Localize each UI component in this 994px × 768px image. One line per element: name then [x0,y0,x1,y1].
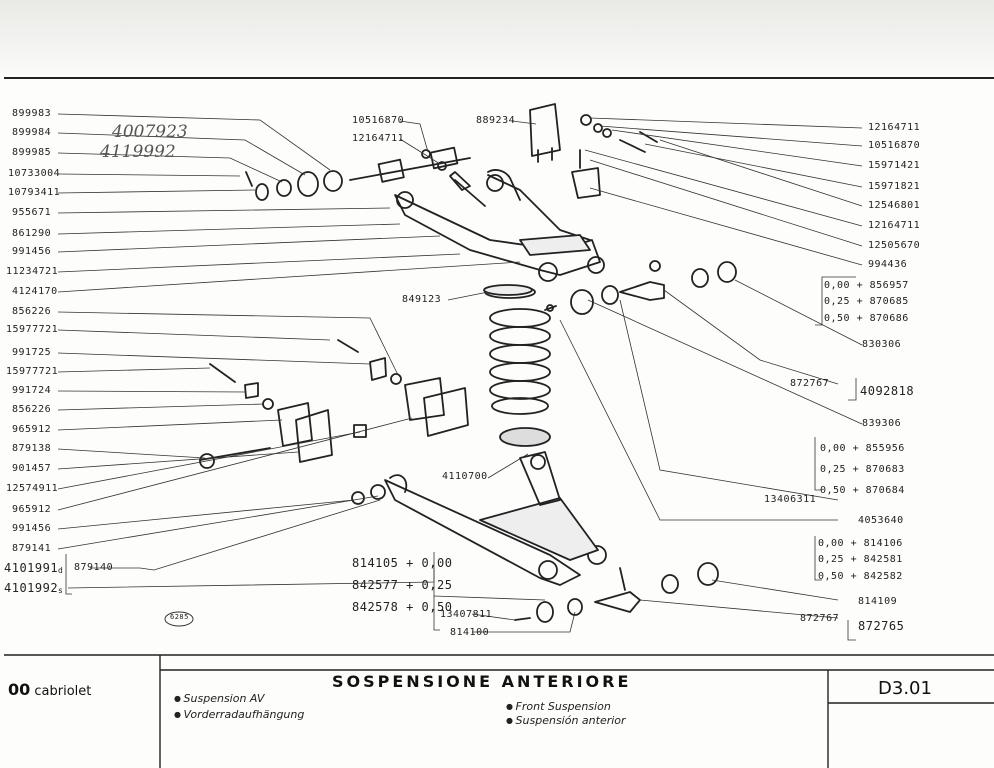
page-code: D3.01 [878,678,932,699]
part-label: 12505670 [868,240,921,251]
part-label: 991456 [12,523,52,534]
shim-line: 0,00 + 814106 [818,538,903,549]
part-label: 991725 [12,347,52,358]
model-suffix: 00 [8,680,31,699]
part-label: 13406311 [764,494,817,505]
shim-line: 842577 + 0,25 [352,578,453,592]
part-label: 15971821 [868,181,921,192]
part-label: 12164711 [868,220,921,231]
top-frame-line [4,77,994,79]
stamp-number: 6285 [170,613,189,621]
translation-de: Vorderradaufhängung [174,708,305,721]
part-label: 991456 [12,246,52,257]
part-label: 10793411 [8,187,61,198]
shim-line: 0,00 + 856957 [824,280,909,291]
shim-line: 0,50 + 842582 [818,571,903,582]
shim-line: 0,50 + 870684 [820,485,905,496]
bump-stop-bracket [529,103,561,157]
translation-en: Front Suspension [506,700,611,713]
part-label: 10516870 [868,140,921,151]
part-label: 861290 [12,228,52,239]
shim-line: 0,25 + 842581 [818,554,903,565]
page-title: SOSPENSIONE ANTERIORE [332,672,632,691]
shim-line: 0,50 + 870686 [824,313,909,324]
part-label: 10733004 [8,168,61,179]
part-label: 12546801 [868,200,921,211]
part-label: 991724 [12,385,52,396]
shim-line: 0,25 + 870683 [820,464,905,475]
part-label: 4110700 [442,471,488,482]
upper-tie-rod-end [619,281,665,301]
shim-line: 0,25 + 870685 [824,296,909,307]
shim-line: 842578 + 0,50 [352,600,453,614]
part-label: 872765 [858,619,905,633]
part-label: 13407811 [440,609,493,620]
part-label: 839306 [862,418,902,429]
part-label: 11234721 [6,266,59,277]
part-label: 899985 [12,147,52,158]
part-label: 15977721 [6,366,59,377]
part-label: 4101991 [4,561,59,575]
part-label: 12574911 [6,483,59,494]
part-label: 901457 [12,463,52,474]
part-label: 4124170 [12,286,58,297]
spring-top-seat [483,284,533,296]
spring-seat [499,427,551,447]
part-label: 899983 [12,108,52,119]
part-label: 10516870 [352,115,405,126]
bump-stop [571,167,601,199]
part-label: 4101992 [4,581,59,595]
handwritten-note-1: 4007923 [112,122,188,142]
part-label: 879138 [12,443,52,454]
part-label: 994436 [868,259,908,270]
lower-control-arm [384,479,581,586]
part-label: 879141 [12,543,52,554]
stamp-oval [164,611,194,627]
coil-spring [484,285,551,415]
shim-line: 0,00 + 855956 [820,443,905,454]
left-bracket-plates [277,402,313,447]
part-label: 12164711 [352,133,405,144]
part-label: 4053640 [858,515,904,526]
part-label: 955671 [12,207,52,218]
part-label: 879140 [74,562,114,573]
part-label: 899984 [12,127,52,138]
part-label: 872767 [790,378,830,389]
translation-fr: Suspension AV [174,692,265,705]
part-label: 814109 [858,596,898,607]
handwritten-note-2: 4119992 [100,142,176,162]
part-label: 872767 [800,613,840,624]
model-name: 00 cabriolet [8,680,91,699]
part-label: 12164711 [868,122,921,133]
part-label: 830306 [862,339,902,350]
side-letter-s: s [58,586,64,595]
lower-tie-rod-end [594,591,641,613]
model-variant: cabriolet [34,684,92,699]
part-label: 15977721 [6,324,59,335]
part-label: 15971421 [868,160,921,171]
part-label: 965912 [12,424,52,435]
part-label: 965912 [12,504,52,515]
part-label: 849123 [402,294,442,305]
translation-es: Suspensión anterior [506,714,626,727]
part-label: 856226 [12,404,52,415]
part-label: 856226 [12,306,52,317]
part-label: 889234 [476,115,516,126]
part-label: 4092818 [860,384,915,398]
shim-line: 814105 + 0,00 [352,556,453,570]
scan-top-band [0,0,994,74]
upper-pivot-shaft [349,157,471,181]
part-label: 814100 [450,627,490,638]
side-letter-d: d [58,566,64,575]
